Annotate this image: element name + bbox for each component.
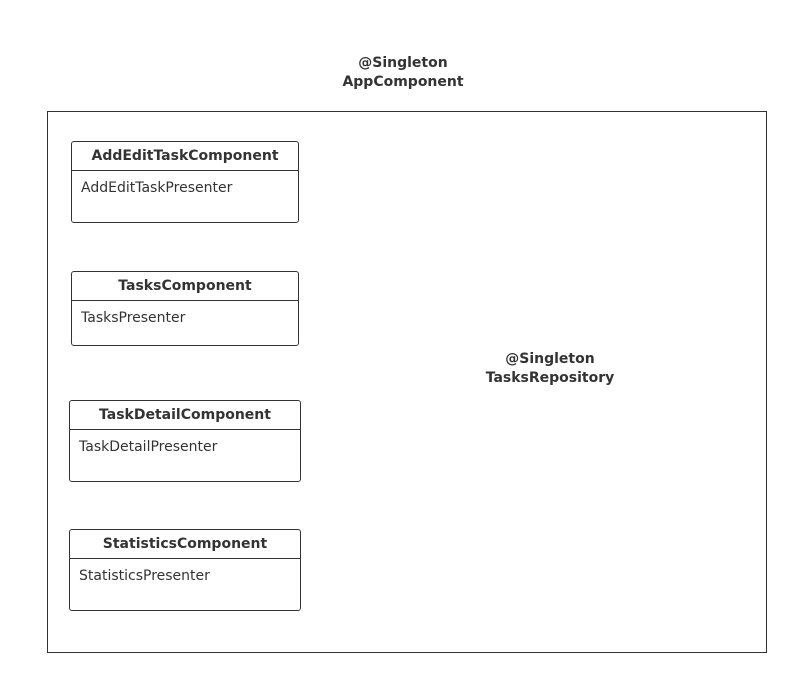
add-edit-task-presenter-label: AddEditTaskPresenter bbox=[81, 180, 233, 196]
app-component-name: AppComponent bbox=[342, 74, 464, 90]
task-detail-presenter-label: TaskDetailPresenter bbox=[79, 439, 218, 455]
add-edit-task-component-box: AddEditTaskComponent AddEditTaskPresente… bbox=[71, 141, 299, 223]
tasks-repository-name: TasksRepository bbox=[485, 370, 615, 386]
statistics-component-box: StatisticsComponent StatisticsPresenter bbox=[69, 529, 301, 611]
task-detail-component-box: TaskDetailComponent TaskDetailPresenter bbox=[69, 400, 301, 482]
tasks-component-name: TasksComponent bbox=[72, 272, 298, 301]
statistics-component-name: StatisticsComponent bbox=[70, 530, 300, 559]
app-component-annotation: @Singleton bbox=[358, 55, 448, 71]
tasks-presenter-label: TasksPresenter bbox=[81, 310, 186, 326]
tasks-repository-label: @Singleton TasksRepository bbox=[440, 350, 660, 388]
statistics-presenter-label: StatisticsPresenter bbox=[79, 568, 210, 584]
tasks-repository-annotation: @Singleton bbox=[505, 351, 595, 367]
add-edit-task-component-name: AddEditTaskComponent bbox=[72, 142, 298, 171]
tasks-component-box: TasksComponent TasksPresenter bbox=[71, 271, 299, 346]
app-component-title: @Singleton AppComponent bbox=[300, 54, 506, 92]
app-component-container bbox=[47, 111, 767, 653]
task-detail-component-name: TaskDetailComponent bbox=[70, 401, 300, 430]
